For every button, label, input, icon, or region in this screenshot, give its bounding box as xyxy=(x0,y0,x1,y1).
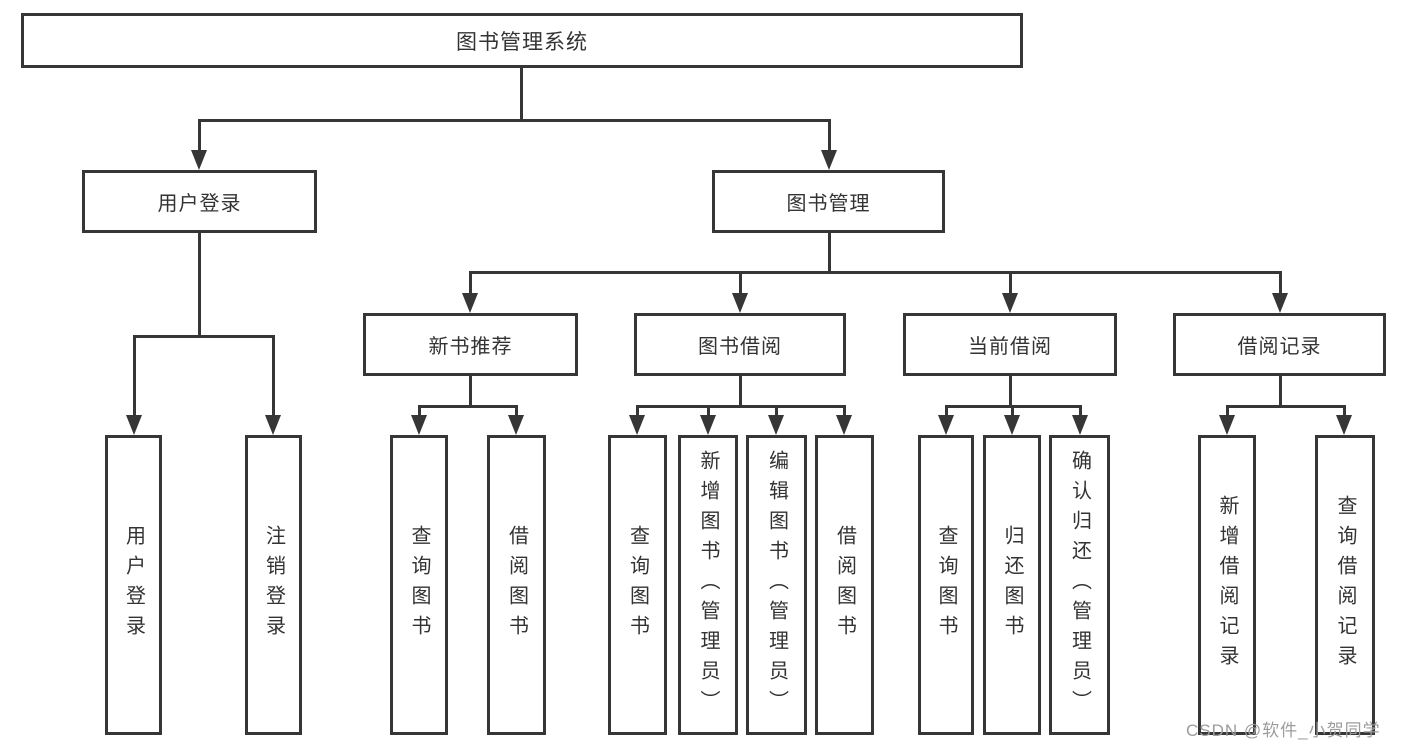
node-user-login-label: 用户登录 xyxy=(157,193,242,215)
leaf-logout: 注销登录 xyxy=(245,435,302,735)
leaf-nb-borrow-books-label: 借阅图书 xyxy=(505,525,528,645)
connector-line-vertical xyxy=(842,406,846,417)
connector-line-vertical xyxy=(271,336,275,417)
connector-line-vertical xyxy=(1010,406,1014,417)
leaf-bb-borrow-books: 借阅图书 xyxy=(815,435,874,735)
connector-line-vertical xyxy=(1008,375,1012,406)
connector-line-vertical xyxy=(1225,406,1229,417)
arrowhead-down-icon xyxy=(938,415,954,435)
leaf-user-login: 用户登录 xyxy=(105,435,162,735)
leaf-logout-label: 注销登录 xyxy=(262,525,285,645)
leaf-cb-return-books-label: 归还图书 xyxy=(1001,525,1023,645)
arrowhead-down-icon xyxy=(1004,415,1020,435)
node-new-book-recommend: 新书推荐 xyxy=(363,313,578,376)
connector-line-vertical xyxy=(1342,406,1346,417)
connector-line-vertical xyxy=(514,406,518,417)
leaf-bb-query-books-label: 查询图书 xyxy=(626,525,649,645)
node-book-management: 图书管理 xyxy=(712,170,945,233)
node-book-borrow-label: 图书借阅 xyxy=(698,336,782,358)
connector-line-vertical xyxy=(1278,375,1282,406)
leaf-br-query-borrow-record: 查询借阅记录 xyxy=(1315,435,1375,735)
connector-line-vertical xyxy=(468,375,472,406)
leaf-br-query-borrow-record-label: 查询借阅记录 xyxy=(1334,495,1356,675)
arrowhead-down-icon xyxy=(768,415,784,435)
arrowhead-down-icon xyxy=(836,415,852,435)
leaf-nb-query-books-label: 查询图书 xyxy=(408,525,430,645)
connector-line-vertical xyxy=(738,272,742,295)
node-root-label: 图书管理系统 xyxy=(456,30,588,54)
connector-line-vertical xyxy=(417,406,421,417)
connector-line-vertical xyxy=(635,406,639,417)
leaf-cb-confirm-return-admin-label: 确认归还（管理员） xyxy=(1068,450,1091,720)
arrowhead-down-icon xyxy=(1072,415,1088,435)
leaf-cb-query-books-label: 查询图书 xyxy=(935,525,957,645)
connector-line-vertical xyxy=(468,272,472,295)
connector-line-vertical xyxy=(197,120,201,152)
arrowhead-down-icon xyxy=(191,150,207,170)
node-new-book-recommend-label: 新书推荐 xyxy=(428,336,513,358)
csdn-watermark: CSDN @软件_小贺同学 xyxy=(1186,721,1381,740)
leaf-cb-return-books: 归还图书 xyxy=(983,435,1041,735)
arrowhead-down-icon xyxy=(700,415,716,435)
leaf-user-login-label: 用户登录 xyxy=(122,525,145,645)
connector-line-horizontal xyxy=(197,118,831,122)
arrowhead-down-icon xyxy=(1002,293,1018,313)
leaf-nb-borrow-books: 借阅图书 xyxy=(487,435,546,735)
leaf-bb-query-books: 查询图书 xyxy=(608,435,667,735)
node-user-login: 用户登录 xyxy=(82,170,317,233)
connector-line-vertical xyxy=(944,406,948,417)
node-borrow-records: 借阅记录 xyxy=(1173,313,1386,376)
arrowhead-down-icon xyxy=(629,415,645,435)
node-root-system: 图书管理系统 xyxy=(21,13,1023,68)
arrowhead-down-icon xyxy=(265,415,281,435)
connector-line-vertical xyxy=(827,233,831,272)
node-borrow-records-label: 借阅记录 xyxy=(1237,336,1322,358)
leaf-bb-borrow-books-label: 借阅图书 xyxy=(833,525,856,645)
connector-line-vertical xyxy=(519,68,523,120)
arrowhead-down-icon xyxy=(1219,415,1235,435)
arrowhead-down-icon xyxy=(1336,415,1352,435)
arrowhead-down-icon xyxy=(126,415,142,435)
connector-line-vertical xyxy=(1078,406,1082,417)
leaf-bb-edit-books-admin-label: 编辑图书（管理员） xyxy=(765,450,788,720)
arrowhead-down-icon xyxy=(411,415,427,435)
leaf-br-add-borrow-record-label: 新增借阅记录 xyxy=(1216,495,1238,675)
arrowhead-down-icon xyxy=(1272,293,1288,313)
arrowhead-down-icon xyxy=(508,415,524,435)
leaf-nb-query-books: 查询图书 xyxy=(390,435,448,735)
connector-line-vertical xyxy=(827,120,831,152)
arrowhead-down-icon xyxy=(462,293,478,313)
leaf-br-add-borrow-record: 新增借阅记录 xyxy=(1198,435,1256,735)
node-current-borrow: 当前借阅 xyxy=(903,313,1117,376)
connector-line-vertical xyxy=(132,336,136,417)
connector-line-vertical xyxy=(738,375,742,406)
arrowhead-down-icon xyxy=(821,150,837,170)
leaf-bb-add-books-admin: 新增图书（管理员） xyxy=(678,435,738,735)
node-current-borrow-label: 当前借阅 xyxy=(968,336,1052,358)
connector-line-vertical xyxy=(197,233,201,336)
connector-line-horizontal xyxy=(468,270,1282,274)
arrowhead-down-icon xyxy=(732,293,748,313)
connector-line-horizontal xyxy=(944,404,1082,408)
node-book-management-label: 图书管理 xyxy=(786,193,871,215)
leaf-cb-query-books: 查询图书 xyxy=(918,435,974,735)
connector-line-vertical xyxy=(774,406,778,417)
leaf-bb-edit-books-admin: 编辑图书（管理员） xyxy=(746,435,807,735)
connector-line-vertical xyxy=(1008,272,1012,295)
connector-line-vertical xyxy=(1278,272,1282,295)
connector-line-vertical xyxy=(706,406,710,417)
connector-line-horizontal xyxy=(635,404,846,408)
leaf-cb-confirm-return-admin: 确认归还（管理员） xyxy=(1049,435,1110,735)
node-book-borrow: 图书借阅 xyxy=(634,313,846,376)
connector-line-horizontal xyxy=(1225,404,1346,408)
connector-line-horizontal xyxy=(132,334,275,338)
leaf-bb-add-books-admin-label: 新增图书（管理员） xyxy=(697,450,719,720)
connector-line-horizontal xyxy=(417,404,518,408)
